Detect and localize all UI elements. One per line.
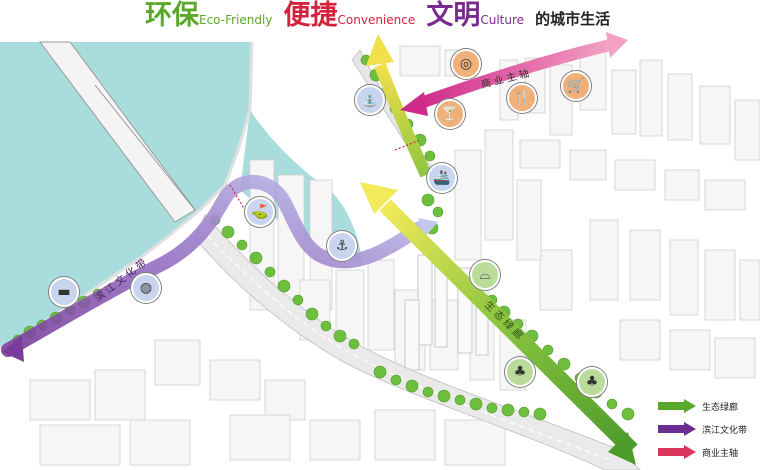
tunnel-icon: ⌓ (470, 260, 500, 290)
cocktail-icon: 🍸 (435, 99, 465, 129)
golf-icon: ⛳ (245, 197, 275, 227)
legend-item: 滨江文化带 (658, 421, 747, 437)
river (0, 42, 252, 348)
forest-icon: ♣ (577, 367, 607, 397)
bench-icon: ▬ (49, 277, 79, 307)
commercial-arrowhead-e (606, 32, 628, 58)
shopping-cart-icon: 🛒 (561, 71, 591, 101)
eco-arrowhead-nw (360, 182, 398, 214)
legend-label: 商业主轴 (702, 448, 739, 459)
fountain-icon: ⛲ (355, 85, 385, 115)
commercial-arrowhead-w (400, 92, 428, 116)
legend-arrow (658, 445, 696, 459)
ship-icon: 🚢 (427, 163, 457, 193)
legend-item: 生态绿廊 (658, 398, 738, 414)
eco-arrowhead-n (366, 34, 394, 66)
legend-arrow-swatch (658, 422, 696, 436)
title-culture-en: Culture (480, 13, 525, 27)
tree-icon: ♣ (505, 357, 535, 387)
diagram-title: 环保Eco-Friendly 便捷Convenience 文明Culture 的… (145, 2, 610, 29)
legend-arrow-swatch (658, 445, 696, 459)
legend-arrow (658, 422, 696, 436)
coastal-road (194, 214, 641, 470)
legend-label: 生态绿廊 (702, 402, 739, 413)
title-convenience-cn: 便捷 (283, 0, 338, 31)
basketball-icon: ◍ (131, 273, 161, 303)
riverside-arrowhead (2, 336, 24, 362)
title-culture-cn: 文明 (426, 0, 481, 31)
legend-label: 滨江文化带 (702, 425, 748, 436)
film-reel-icon: ◎ (451, 49, 481, 79)
dining-icon: 🍴 (507, 83, 537, 113)
eco-north-branch (374, 62, 432, 178)
title-eco-en: Eco-Friendly (199, 13, 273, 27)
anchor-icon: ⚓ (327, 231, 357, 261)
legend-arrow-swatch (658, 399, 696, 413)
title-tail: 的城市生活 (535, 10, 611, 28)
riverside-belt (1, 174, 427, 357)
eco-arrowhead-sw (608, 432, 636, 465)
legend-arrow (658, 399, 696, 413)
eco-corridor (379, 199, 638, 456)
title-convenience-en: Convenience (337, 13, 416, 27)
title-eco-cn: 环保 (145, 0, 199, 31)
legend-item: 商业主轴 (658, 444, 738, 460)
commercial-axis (415, 39, 612, 110)
